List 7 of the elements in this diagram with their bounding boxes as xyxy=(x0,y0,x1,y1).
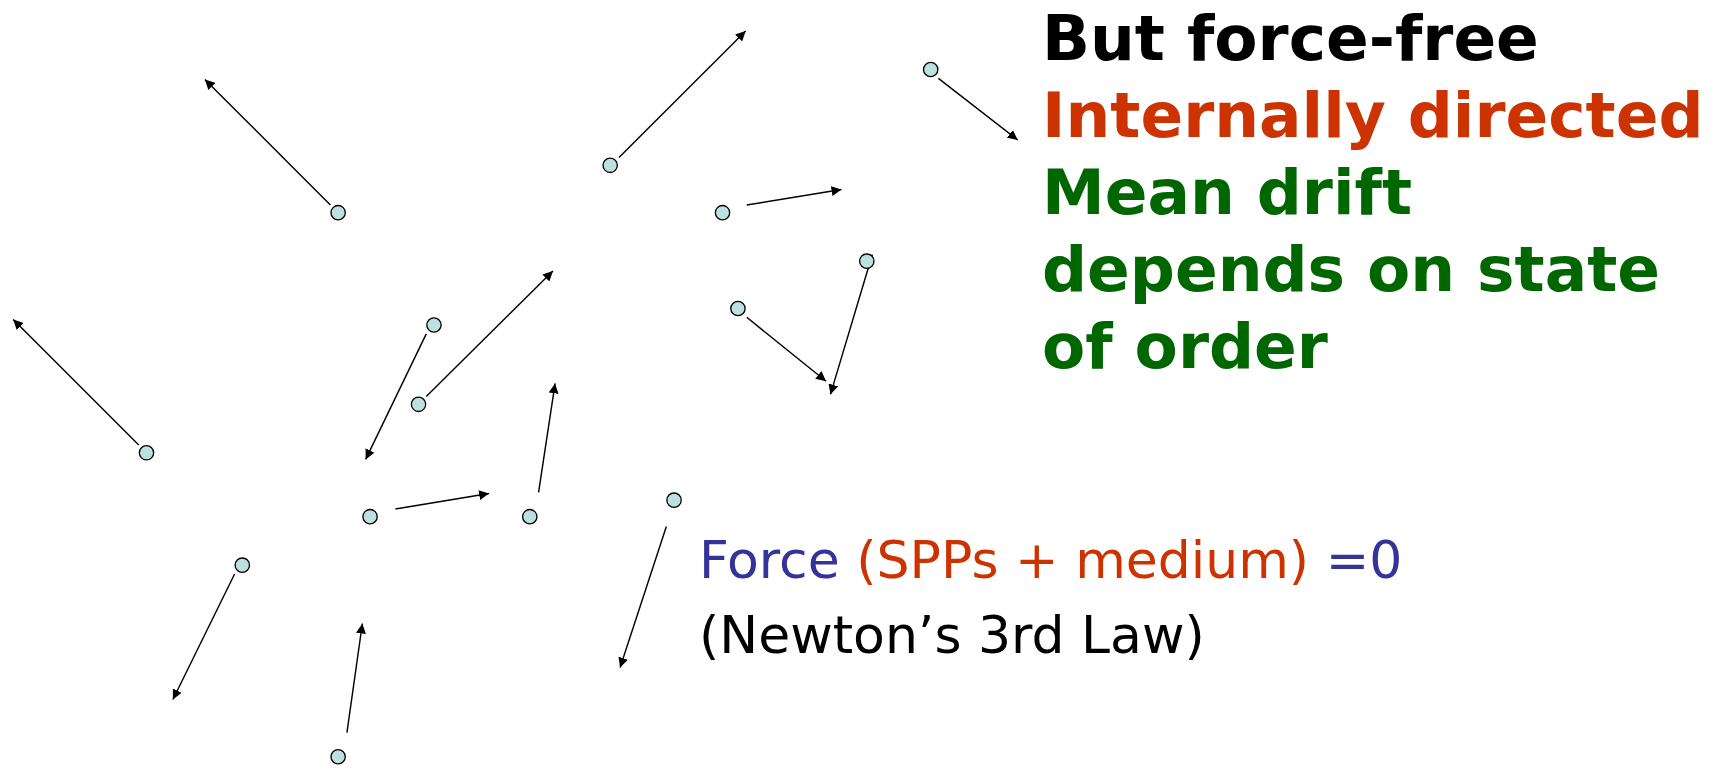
note-text: (Newton’s 3rd Law) xyxy=(699,604,1206,666)
heading-text: Internally directed xyxy=(1042,78,1705,154)
equation-text: =0 xyxy=(1325,529,1403,591)
equation-text: Force xyxy=(699,529,840,591)
equation-text: (SPPs + medium) xyxy=(856,529,1310,591)
heading-text: But force-free xyxy=(1042,1,1540,77)
heading-text: Mean drift depends on state of order xyxy=(1042,155,1662,385)
